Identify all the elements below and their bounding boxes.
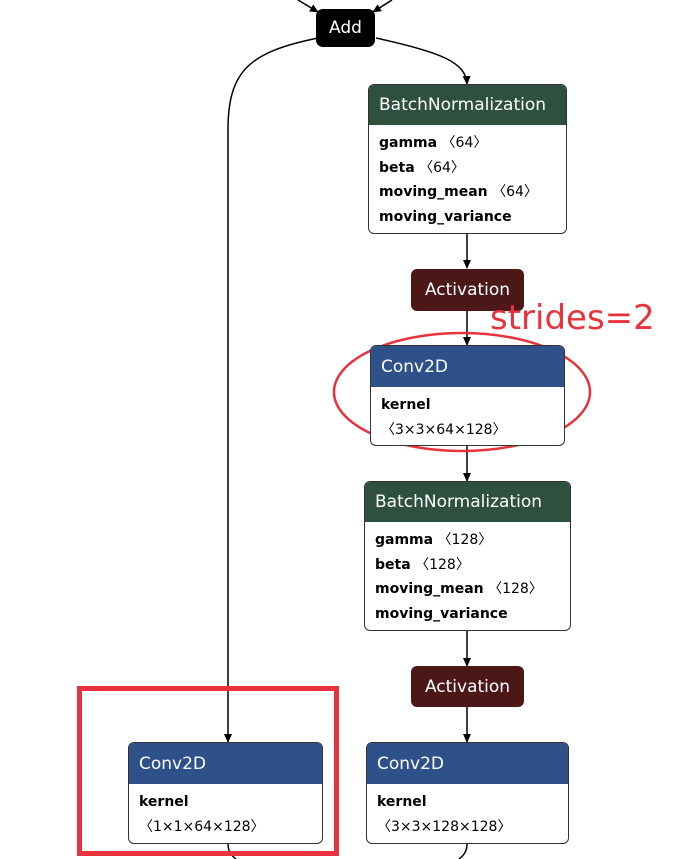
conv2d-skip-attrs: kernel 〈1×1×64×128〉 bias 〈128〉 [129, 784, 322, 844]
batchnorm-header-1: BatchNormalization [369, 85, 566, 125]
conv2d-title-1: Conv2D [381, 356, 449, 377]
attr-row: kernel 〈1×1×64×128〉 [139, 790, 312, 839]
attr-shape: 〈128〉 [415, 556, 470, 573]
batchnorm-title-1: BatchNormalization [379, 95, 547, 115]
attr-row: bias 〈128〉 [381, 442, 554, 445]
activation-label-2: Activation [424, 676, 511, 697]
attr-shape: 〈128〉 [176, 843, 231, 844]
attr-row: beta 〈64〉 [379, 156, 556, 181]
attr-row: bias 〈128〉 [377, 839, 558, 844]
attr-row: moving_variance 〈128〉 [375, 602, 560, 631]
conv2d-header-2: Conv2D [367, 743, 568, 784]
attr-row: moving_mean 〈64〉 [379, 180, 556, 205]
attr-shape: 〈64〉 [419, 159, 465, 176]
edge-in-left [297, 0, 319, 13]
attr-shape: 〈3×3×128×128〉 [377, 818, 512, 835]
attr-row: kernel 〈3×3×64×128〉 [381, 393, 554, 442]
attr-name: moving_variance [375, 605, 508, 622]
attr-row: gamma 〈64〉 [379, 131, 556, 156]
attr-shape: 〈128〉 [375, 630, 430, 631]
activation-node-1[interactable]: Activation [411, 269, 524, 311]
edge-add-bn1 [375, 37, 471, 85]
add-node[interactable]: Add [316, 9, 375, 47]
highlight-rectangle [77, 686, 339, 856]
batchnorm-attrs-2: gamma 〈128〉 beta 〈128〉 moving_mean 〈128〉… [365, 522, 570, 631]
attr-name: kernel [377, 794, 427, 810]
attr-name: beta [379, 159, 415, 176]
attr-shape: 〈64〉 [492, 184, 538, 200]
attr-row: kernel 〈3×3×128×128〉 [377, 790, 558, 839]
attr-name: kernel [139, 794, 189, 810]
conv2d-node-1[interactable]: Conv2D kernel 〈3×3×64×128〉 bias 〈128〉 [370, 345, 565, 446]
conv2d-title-2: Conv2D [377, 753, 445, 774]
attr-shape: 〈128〉 [414, 843, 469, 844]
attr-row: bias 〈128〉 [139, 839, 312, 844]
conv2d-skip-title: Conv2D [139, 753, 207, 774]
conv2d-node-2[interactable]: Conv2D kernel 〈3×3×128×128〉 bias 〈128〉 [366, 742, 569, 844]
attr-shape: 〈64〉 [441, 135, 488, 151]
batchnorm-node-2[interactable]: BatchNormalization gamma 〈128〉 beta 〈128… [364, 481, 571, 631]
edge-in-right [372, 0, 393, 13]
batchnorm-attrs-1: gamma 〈64〉 beta 〈64〉 moving_mean 〈64〉 mo… [369, 125, 566, 234]
attr-shape: 〈3×3×64×128〉 [381, 421, 507, 438]
conv2d-skip-header: Conv2D [129, 743, 322, 784]
attr-name: beta [375, 556, 411, 573]
batchnorm-title-2: BatchNormalization [375, 492, 543, 512]
edge-conv2-out [458, 843, 468, 859]
attr-name: gamma [375, 532, 434, 548]
attr-name: moving_mean [379, 184, 488, 200]
attr-shape: 〈128〉 [488, 581, 543, 597]
batchnorm-header-2: BatchNormalization [365, 482, 570, 522]
conv2d-attrs-2: kernel 〈3×3×128×128〉 bias 〈128〉 [367, 784, 568, 844]
attr-name: moving_variance [379, 208, 512, 225]
attr-shape: 〈64〉 [379, 233, 425, 234]
attr-row: gamma 〈128〉 [375, 528, 560, 553]
conv2d-attrs-1: kernel 〈3×3×64×128〉 bias 〈128〉 [371, 387, 564, 445]
attr-name: bias [139, 843, 172, 844]
attr-name: bias [377, 843, 410, 844]
attr-shape: 〈1×1×64×128〉 [139, 818, 265, 835]
attr-row: moving_mean 〈128〉 [375, 577, 560, 602]
attr-name: gamma [379, 135, 438, 151]
attr-row: beta 〈128〉 [375, 553, 560, 578]
attr-name: kernel [381, 397, 431, 413]
annotation-ellipse [332, 331, 592, 453]
strides-annotation: strides=2 [490, 298, 655, 338]
add-label: Add [329, 18, 362, 38]
activation-label-1: Activation [424, 280, 511, 300]
batchnorm-node-1[interactable]: BatchNormalization gamma 〈64〉 beta 〈64〉 … [368, 84, 567, 234]
edge-add-skip [224, 37, 319, 743]
attr-row: moving_variance 〈64〉 [379, 205, 556, 234]
conv2d-header-1: Conv2D [371, 346, 564, 387]
activation-node-2[interactable]: Activation [411, 666, 524, 707]
conv2d-skip-node[interactable]: Conv2D kernel 〈1×1×64×128〉 bias 〈128〉 [128, 742, 323, 844]
attr-shape: 〈128〉 [437, 532, 493, 548]
attr-name: moving_mean [375, 581, 484, 597]
